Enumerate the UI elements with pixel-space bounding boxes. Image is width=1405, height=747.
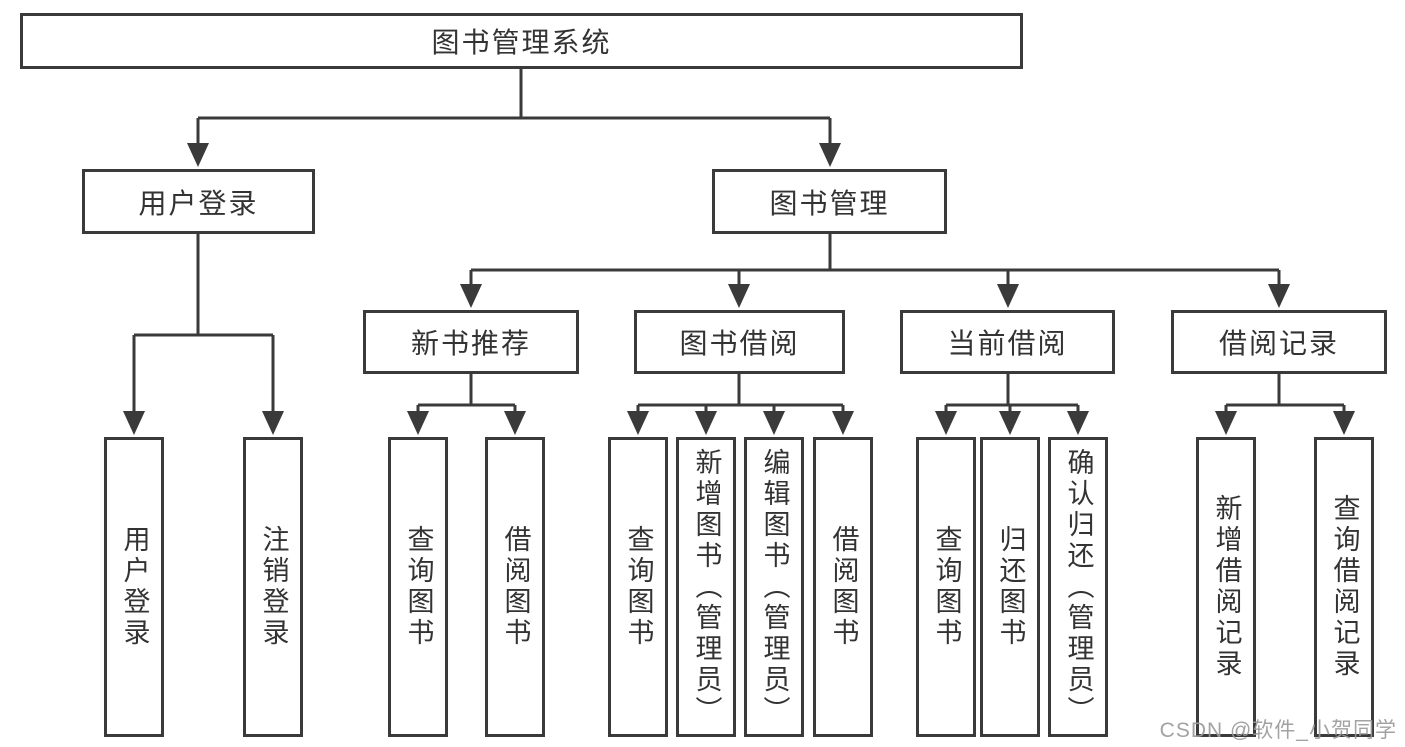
leaf-borrow-books-label: 借阅图书 [828, 525, 859, 649]
leaf-add-borrow-record-label: 新增借阅记录 [1211, 494, 1242, 680]
leaf-edit-books-admin-label: 编辑图书（管理员） [759, 447, 790, 727]
leaf-borrow-books: 借阅图书 [813, 437, 873, 737]
watermark-csdn: CSDN @软件_小贺同学 [1159, 719, 1397, 742]
leaf-return-books-label: 归还图书 [995, 525, 1026, 649]
leaf-borrow-books-recommend-label: 借阅图书 [500, 525, 531, 649]
leaf-add-books-admin-label: 新增图书（管理员） [691, 447, 722, 727]
leaf-add-borrow-record: 新增借阅记录 [1196, 437, 1256, 737]
leaf-add-books-admin: 新增图书（管理员） [676, 437, 736, 737]
leaf-query-books-recommend-label: 查询图书 [403, 525, 434, 649]
leaf-query-books-recommend: 查询图书 [388, 437, 448, 737]
leaf-return-books: 归还图书 [980, 437, 1040, 737]
leaf-edit-books-admin: 编辑图书（管理员） [744, 437, 804, 737]
leaf-logout-login: 注销登录 [243, 437, 303, 737]
leaf-query-books-borrowing-label: 查询图书 [623, 525, 654, 649]
leaf-query-books-current: 查询图书 [916, 437, 976, 737]
leaf-user-login: 用户登录 [104, 437, 164, 737]
leaf-query-borrow-record: 查询借阅记录 [1314, 437, 1374, 737]
leaf-confirm-return-admin: 确认归还（管理员） [1048, 437, 1108, 737]
leaf-user-login-label: 用户登录 [119, 525, 150, 649]
node-book-borrowing: 图书借阅 [634, 310, 845, 374]
node-book-management: 图书管理 [712, 169, 947, 234]
leaf-confirm-return-admin-label: 确认归还（管理员） [1063, 447, 1094, 727]
connector-rails [132, 69, 1346, 415]
leaf-borrow-books-recommend: 借阅图书 [485, 437, 545, 737]
node-borrowing-records: 借阅记录 [1171, 310, 1387, 374]
leaf-query-books-current-label: 查询图书 [931, 525, 962, 649]
node-user-login: 用户登录 [82, 169, 315, 234]
leaf-query-borrow-record-label: 查询借阅记录 [1329, 494, 1360, 680]
leaf-query-books-borrowing: 查询图书 [608, 437, 668, 737]
node-new-book-recommend: 新书推荐 [363, 310, 579, 374]
arrowheads [123, 143, 1355, 435]
leaf-logout-login-label: 注销登录 [258, 525, 289, 649]
node-root-system: 图书管理系统 [20, 13, 1023, 69]
node-current-borrowing: 当前借阅 [900, 310, 1115, 374]
